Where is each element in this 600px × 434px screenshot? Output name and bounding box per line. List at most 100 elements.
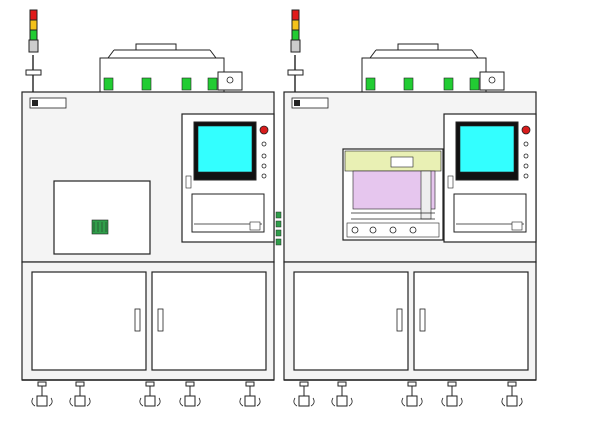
signal-tower-amber-lamp	[291, 19, 300, 31]
signal-tower-amber-lamp	[29, 19, 38, 31]
window-roller-3	[389, 226, 397, 234]
panel-indicator-2	[523, 153, 529, 159]
terminal-block	[91, 219, 109, 235]
lower-door-right	[413, 271, 529, 371]
signal-tower-green-lamp	[291, 29, 300, 41]
leveling-foot-3-bracket	[401, 397, 423, 407]
leveling-foot-3-pad	[406, 395, 418, 407]
signal-tower-red-lamp	[291, 9, 300, 21]
leveling-foot-2-bracket	[69, 397, 91, 407]
top-module-lid-left	[107, 49, 115, 59]
leveling-foot-5-pad	[244, 395, 256, 407]
keyboard-drawer-latch	[511, 221, 523, 231]
junction-box-screw	[226, 76, 234, 84]
leveling-foot-1-plate	[299, 381, 309, 387]
monitor-screen	[197, 125, 253, 173]
top-module-led-1	[365, 77, 376, 91]
top-module-led-4	[207, 77, 218, 91]
panel-key-switch	[447, 175, 454, 189]
top-module-led-3	[443, 77, 454, 91]
signal-tower-base	[28, 39, 39, 53]
signal-tower-green-lamp	[29, 29, 38, 41]
signal-tower-mount	[25, 69, 42, 76]
window-roller-4	[409, 226, 417, 234]
keyboard-drawer	[453, 193, 527, 233]
leveling-foot-4-pad	[446, 395, 458, 407]
junction-box-screw	[488, 76, 496, 84]
top-module-lid-left	[369, 49, 377, 59]
leveling-foot-4-plate	[447, 381, 457, 387]
leveling-foot-2-pad	[336, 395, 348, 407]
lower-door-right	[151, 271, 267, 371]
lower-door-right-handle	[157, 308, 164, 332]
leveling-foot-1-plate	[37, 381, 47, 387]
leveling-foot-5-plate	[245, 381, 255, 387]
top-module-body	[361, 57, 487, 93]
panel-indicator-1	[261, 141, 267, 147]
leveling-foot-5-plate	[507, 381, 517, 387]
leveling-foot-3-pad	[144, 395, 156, 407]
machine-unit-right	[283, 9, 537, 407]
top-module-body	[99, 57, 225, 93]
brand-plate	[29, 97, 67, 109]
leveling-foot-2-pad	[74, 395, 86, 407]
panel-indicator-4	[523, 173, 529, 179]
leveling-foot-1-bracket	[293, 397, 315, 407]
leveling-foot-4-plate	[185, 381, 195, 387]
lower-door-left	[293, 271, 409, 371]
signal-tower-base	[290, 39, 301, 53]
window-actuator-column	[420, 170, 432, 220]
window-roller-2	[369, 226, 377, 234]
top-module-lid-right	[209, 49, 217, 59]
leveling-foot-1-pad	[298, 395, 310, 407]
keyboard-drawer-latch	[249, 221, 261, 231]
panel-indicator-1	[523, 141, 529, 147]
signal-tower-mount	[287, 69, 304, 76]
leveling-foot-1-pad	[36, 395, 48, 407]
leveling-foot-2-bracket	[331, 397, 353, 407]
panel-indicator-3	[523, 163, 529, 169]
leveling-foot-4-bracket	[179, 397, 201, 407]
panel-indicator-3	[261, 163, 267, 169]
top-module-handle	[397, 43, 439, 50]
leveling-foot-3-plate	[407, 381, 417, 387]
leveling-foot-3-plate	[145, 381, 155, 387]
lower-door-left	[31, 271, 147, 371]
leveling-foot-4-bracket	[441, 397, 463, 407]
lower-door-left-handle	[396, 308, 403, 332]
unit-link-connector-3	[275, 229, 282, 237]
emergency-stop-button	[259, 125, 269, 135]
signal-tower-red-lamp	[29, 9, 38, 21]
unit-link-connector-2	[275, 220, 282, 228]
leveling-foot-2-plate	[75, 381, 85, 387]
leveling-foot-4-pad	[184, 395, 196, 407]
window-roller-1	[351, 226, 359, 234]
top-module-led-1	[103, 77, 114, 91]
leveling-foot-5-bracket	[239, 397, 261, 407]
leveling-foot-2-plate	[337, 381, 347, 387]
panel-indicator-2	[261, 153, 267, 159]
panel-indicator-4	[261, 173, 267, 179]
top-module-led-2	[403, 77, 414, 91]
leveling-foot-5-bracket	[501, 397, 523, 407]
monitor-screen	[459, 125, 515, 173]
top-module-led-3	[181, 77, 192, 91]
lower-door-right-handle	[419, 308, 426, 332]
brand-plate	[291, 97, 329, 109]
machine-unit-left	[21, 9, 275, 407]
access-panel	[53, 180, 151, 255]
unit-link-connector-1	[275, 211, 282, 219]
top-module-lid-right	[471, 49, 479, 59]
top-module-led-4	[469, 77, 480, 91]
leveling-foot-1-bracket	[31, 397, 53, 407]
top-module-led-2	[141, 77, 152, 91]
brand-logo-mark	[32, 100, 38, 106]
leveling-foot-5-pad	[506, 395, 518, 407]
lower-door-left-handle	[134, 308, 141, 332]
panel-key-switch	[185, 175, 192, 189]
unit-link-connector-4	[275, 238, 282, 246]
emergency-stop-button	[521, 125, 531, 135]
brand-logo-mark	[294, 100, 300, 106]
